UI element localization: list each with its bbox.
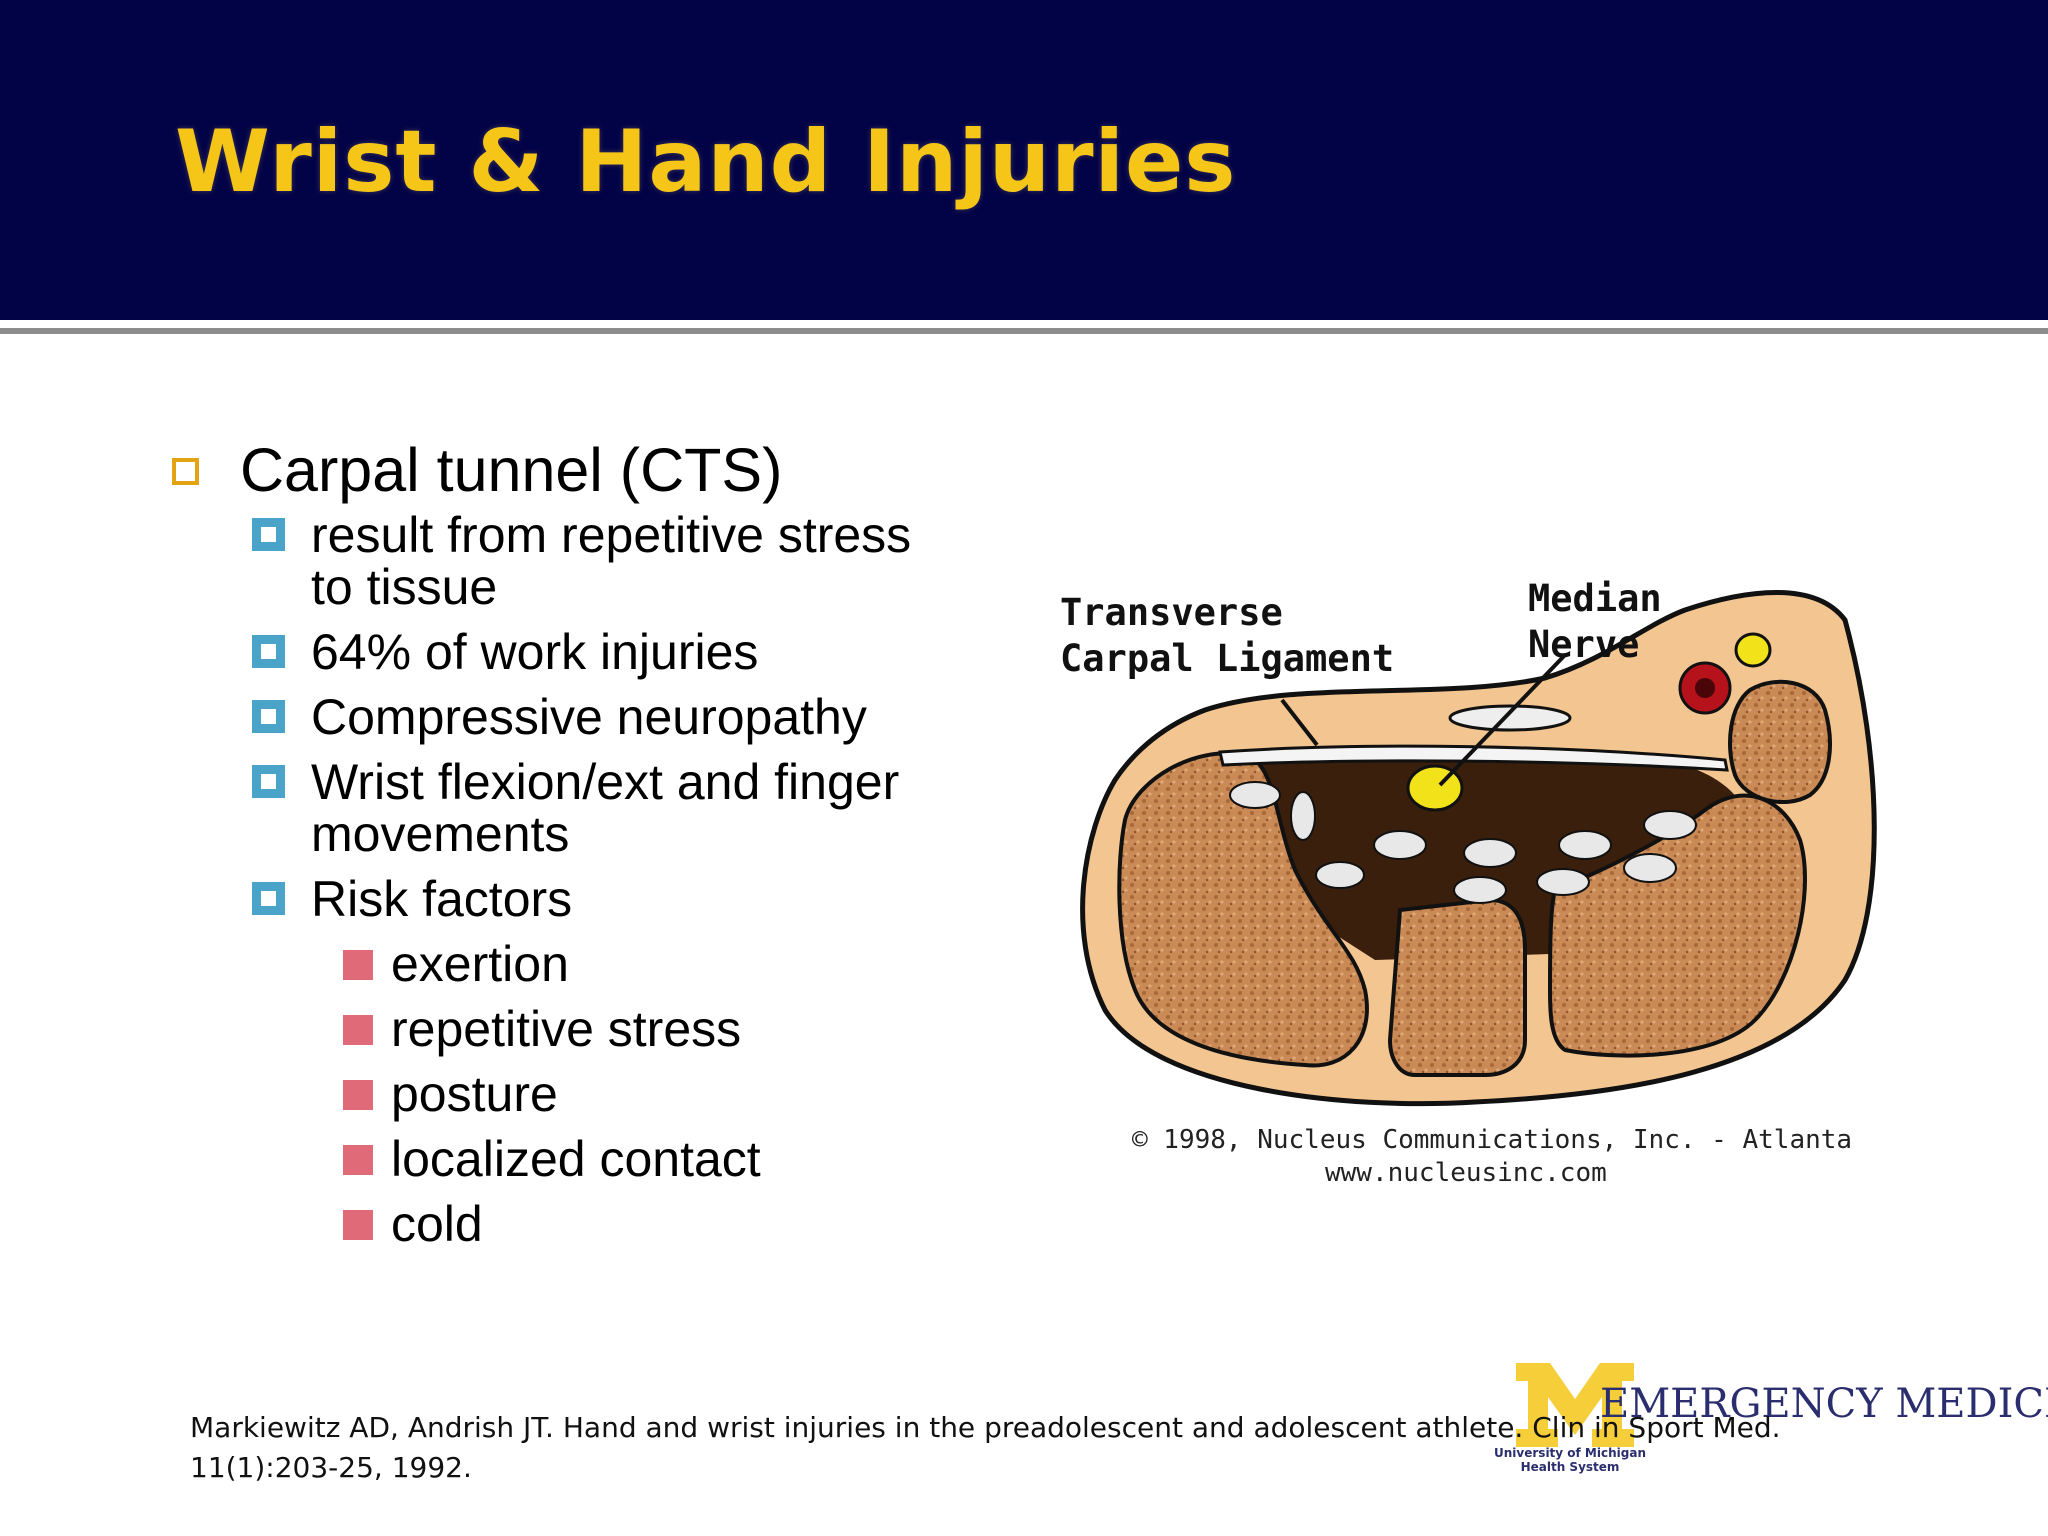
risk-factor-text: repetitive stress xyxy=(391,1001,742,1057)
square-bullet-icon xyxy=(252,635,285,668)
square-bullet-icon xyxy=(252,765,285,798)
university-m-logo xyxy=(1516,1363,1634,1447)
bullet-list: Carpal tunnel (CTS) result from repetiti… xyxy=(165,435,1005,1263)
logo-subtitle-line2: Health System xyxy=(1520,1460,1620,1474)
hollow-square-bullet-icon xyxy=(172,458,199,485)
carpal-bone xyxy=(1387,897,1527,1077)
bullet-text: Carpal tunnel (CTS) xyxy=(240,436,783,504)
sub-bullet-risk-factors: Risk factors xyxy=(165,873,1005,925)
square-bullet-icon xyxy=(252,700,285,733)
risk-factor-text: localized contact xyxy=(391,1131,761,1187)
palmaris-tendon xyxy=(1448,704,1572,732)
risk-factor-text: cold xyxy=(391,1196,483,1252)
label-carpal-ligament: Carpal Ligament xyxy=(1060,637,1395,680)
carpal-bone xyxy=(1548,793,1807,1058)
filled-square-bullet-icon xyxy=(343,1210,373,1240)
sub-bullet-text: result from repetitive stress xyxy=(311,507,912,563)
filled-square-bullet-icon xyxy=(343,950,373,980)
risk-factor-text: exertion xyxy=(391,936,569,992)
label-nerve: Nerve xyxy=(1528,623,1640,666)
risk-factor-item: repetitive stress xyxy=(165,1003,1005,1055)
figure-copyright: © 1998, Nucleus Communications, Inc. - A… xyxy=(1132,1125,1853,1155)
title-bar-divider xyxy=(0,320,2048,328)
sub-bullet-repetitive-stress: result from repetitive stress to tissue xyxy=(165,509,1005,613)
square-bullet-icon xyxy=(252,882,285,915)
bullet-carpal-tunnel: Carpal tunnel (CTS) xyxy=(165,435,1005,505)
label-median: Median xyxy=(1528,577,1662,620)
logo-subtitle-line1: University of Michigan xyxy=(1494,1446,1646,1460)
risk-factor-text: posture xyxy=(391,1066,558,1122)
wrist-cross-section-illustration xyxy=(1080,590,1877,1107)
nerve-leader-line xyxy=(1438,653,1567,787)
square-bullet-icon xyxy=(252,518,285,551)
flexor-tendons xyxy=(1229,781,1697,904)
ulnar-nerve xyxy=(1734,632,1772,668)
filled-square-bullet-icon xyxy=(343,1080,373,1110)
sub-bullet-text-continued: to tissue xyxy=(311,559,498,615)
pisiform-bone xyxy=(1728,679,1832,805)
sub-bullet-wrist-flexion: Wrist flexion/ext and finger movements xyxy=(165,756,1005,860)
sub-bullet-work-injuries: 64% of work injuries xyxy=(165,626,1005,678)
logo-emergency-medicine: EMERGENCY MEDICINE xyxy=(1600,1381,2048,1427)
reference-citation: Markiewitz AD, Andrish JT. Hand and wris… xyxy=(190,1411,1781,1484)
artery-lumen xyxy=(1695,678,1715,698)
risk-factor-item: posture xyxy=(165,1068,1005,1120)
carpal-tunnel-cross-section-figure: Transverse Carpal Ligament Median Nerve … xyxy=(1045,570,1885,1200)
risk-factor-item: localized contact xyxy=(165,1133,1005,1185)
sub-bullet-compressive-neuropathy: Compressive neuropathy xyxy=(165,691,1005,743)
risk-factor-item: cold xyxy=(165,1198,1005,1250)
title-bar-shadow-line xyxy=(0,328,2048,334)
logo-subtitle: University of Michigan Health System xyxy=(1490,1446,1650,1474)
sub-bullet-text: Wrist flexion/ext and finger xyxy=(311,754,900,810)
ligament-leader-line xyxy=(1280,698,1319,747)
risk-factor-item: exertion xyxy=(165,938,1005,990)
sub-bullet-text-continued: movements xyxy=(311,806,570,862)
filled-square-bullet-icon xyxy=(343,1145,373,1175)
filled-square-bullet-icon xyxy=(343,1015,373,1045)
transverse-carpal-ligament xyxy=(1218,744,1729,772)
sub-bullet-text: Risk factors xyxy=(311,871,573,927)
label-transverse: Transverse xyxy=(1060,591,1283,634)
sub-bullet-text: Compressive neuropathy xyxy=(311,689,867,745)
sub-bullet-text: 64% of work injuries xyxy=(311,624,759,680)
slide-title: Wrist & Hand Injuries xyxy=(175,112,1237,212)
title-bar xyxy=(0,0,2048,320)
figure-url: www.nucleusinc.com xyxy=(1325,1158,1607,1188)
